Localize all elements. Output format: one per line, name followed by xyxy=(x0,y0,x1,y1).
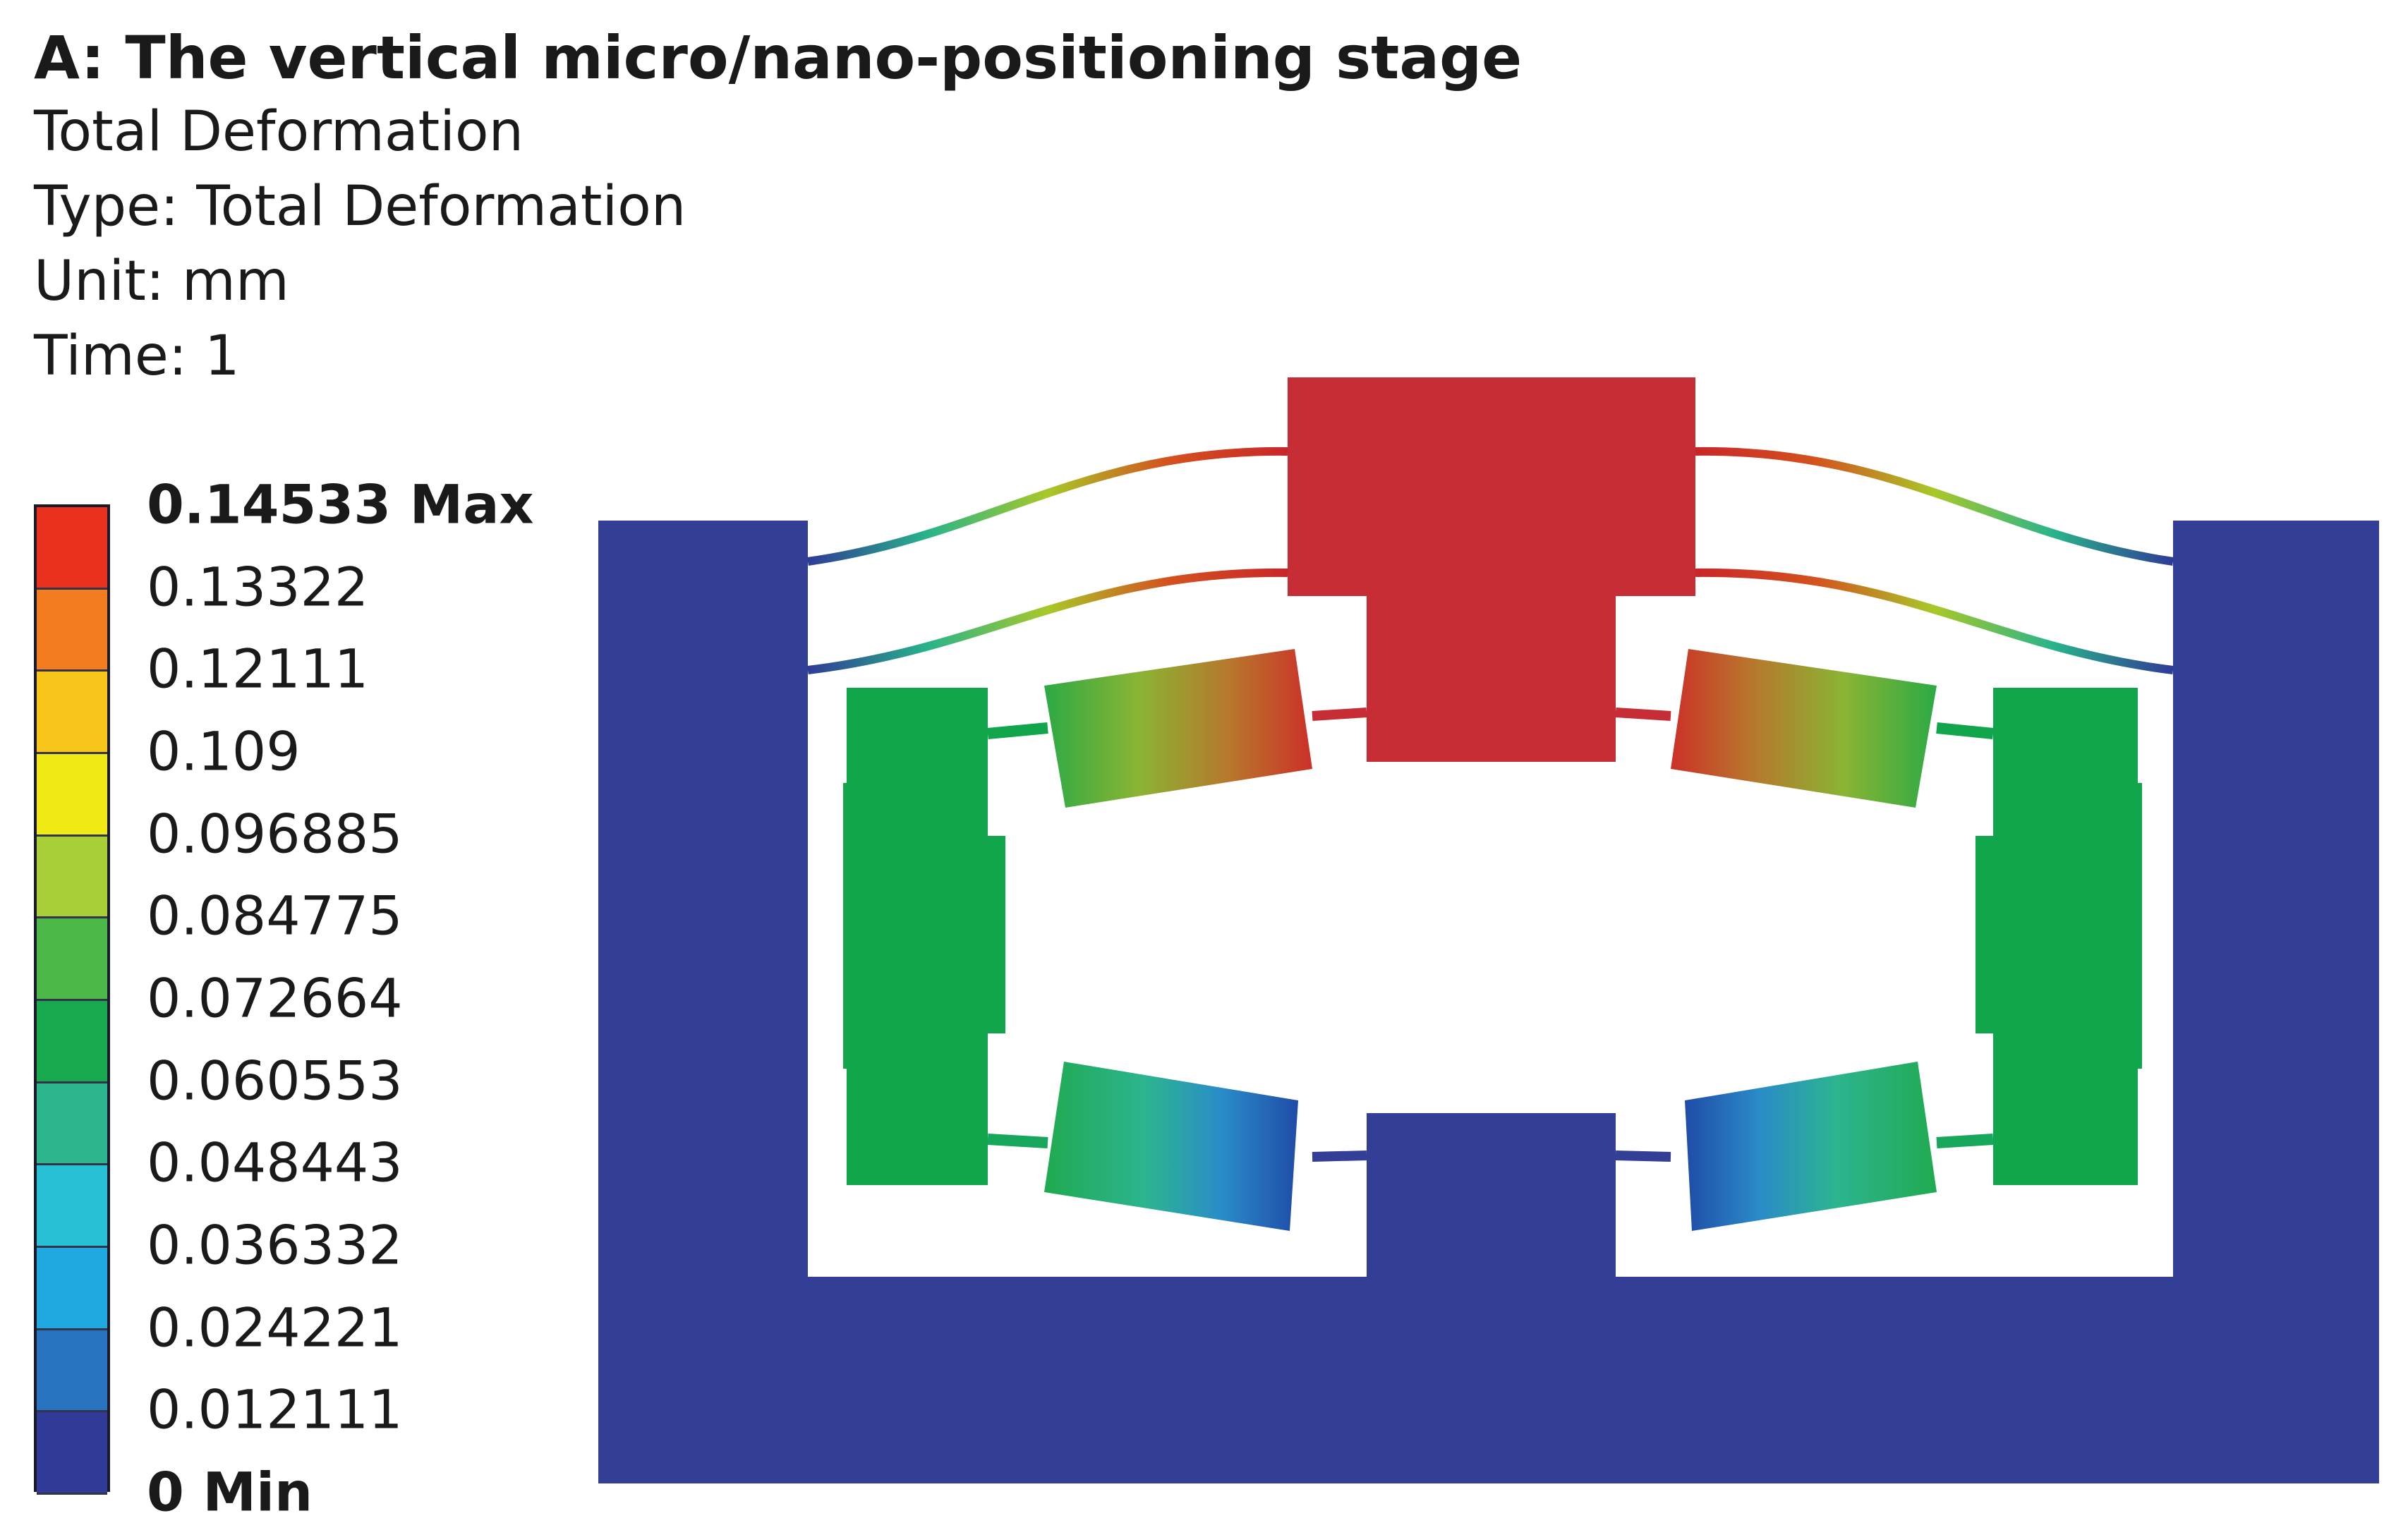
legend-tick-label: 0.084775 xyxy=(147,884,403,947)
legend-swatch xyxy=(37,1001,107,1083)
legend-tick-label: 0.096885 xyxy=(147,802,403,866)
right-green-lever xyxy=(1976,688,2142,1185)
upper-leaf-spring-right xyxy=(1695,447,2174,566)
legend-swatch xyxy=(37,589,107,672)
flexure-hinge-lower-left xyxy=(987,1134,1048,1148)
left-green-lever xyxy=(843,688,1005,1185)
lower-right-bridge-arm xyxy=(1685,1062,1937,1231)
color-legend: 0.14533 Max 0.13322 0.12111 0.109 0.096885 0.… xyxy=(34,473,570,1524)
legend-tick-label: 0 Min xyxy=(147,1460,313,1524)
legend-swatch xyxy=(37,1330,107,1413)
legend-tick-label: 0.13322 xyxy=(147,555,369,619)
legend-swatch xyxy=(37,672,107,754)
fixed-base-frame xyxy=(598,521,2379,1483)
upper-left-bridge-arm xyxy=(1044,649,1312,808)
legend-tick-label: 0.048443 xyxy=(147,1131,403,1194)
legend-tick-label: 0.036332 xyxy=(147,1213,403,1277)
upper-leaf-spring-left xyxy=(807,447,1288,566)
flexure-hinge-upper-right xyxy=(1936,722,1994,739)
legend-tick-label: 0.060553 xyxy=(147,1049,403,1112)
legend-tick-label: 0.024221 xyxy=(147,1296,403,1359)
legend-swatch xyxy=(37,754,107,837)
model-title: A: The vertical micro/nano-positioning s… xyxy=(34,23,1523,92)
result-header: A: The vertical micro/nano-positioning s… xyxy=(34,21,1522,394)
legend-swatch xyxy=(37,1248,107,1330)
legend-swatch xyxy=(37,507,107,590)
legend-tick-label: 0.012111 xyxy=(147,1378,403,1441)
flexure-hinge-bottom-center-left xyxy=(1312,1150,1367,1162)
legend-swatch xyxy=(37,836,107,919)
legend-swatch xyxy=(37,1412,107,1495)
output-platform-block xyxy=(1288,377,1695,762)
flexure-hinge-upper-left xyxy=(987,722,1048,739)
legend-swatch xyxy=(37,1165,107,1248)
flexure-hinge-lower-right xyxy=(1936,1134,1994,1148)
upper-right-bridge-arm xyxy=(1671,649,1937,808)
legend-color-bar xyxy=(34,504,110,1495)
result-unit: Unit: mm xyxy=(34,250,289,313)
legend-tick-label: 0.12111 xyxy=(147,637,369,700)
legend-tick-label: 0.072664 xyxy=(147,966,403,1030)
flexure-hinge-top-center-left xyxy=(1312,708,1367,721)
result-time: Time: 1 xyxy=(34,324,240,388)
result-type: Type: Total Deformation xyxy=(34,175,686,238)
lower-leaf-spring-left xyxy=(807,568,1288,674)
flexure-hinge-bottom-center-right xyxy=(1615,1150,1671,1162)
legend-tick-label: 0.109 xyxy=(147,720,301,783)
lower-leaf-spring-right xyxy=(1695,568,2174,674)
lower-left-bridge-arm xyxy=(1044,1062,1298,1231)
legend-swatch xyxy=(37,918,107,1001)
legend-tick-label: 0.14533 Max xyxy=(147,473,534,536)
flexure-hinge-top-center-right xyxy=(1615,708,1671,721)
result-name: Total Deformation xyxy=(34,100,524,164)
legend-swatch xyxy=(37,1083,107,1166)
